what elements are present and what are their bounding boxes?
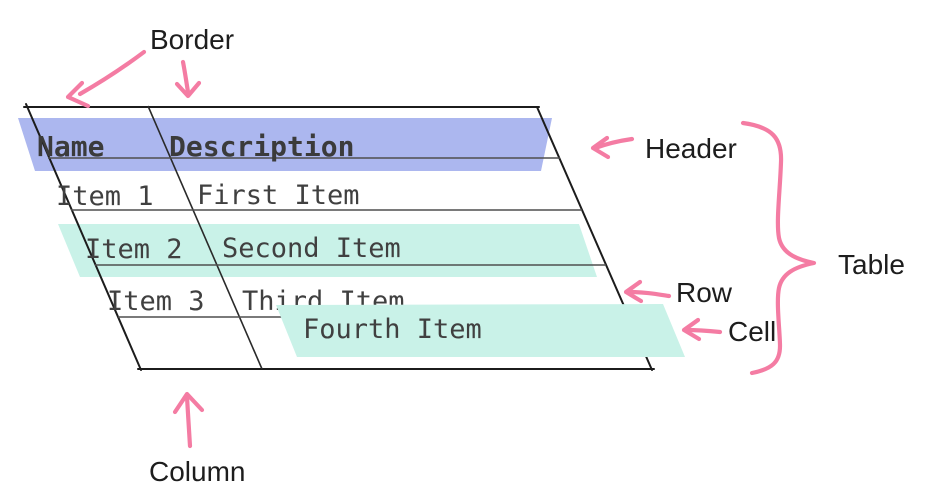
column-arrow-icon — [172, 391, 205, 449]
header-label: Header — [645, 133, 737, 164]
column-label: Column — [149, 456, 245, 487]
header-arrow-icon — [590, 135, 635, 160]
row-highlight-band — [58, 224, 597, 277]
cell-label: Cell — [728, 316, 776, 347]
border-label: Border — [150, 24, 234, 55]
cell-first-item: First Item — [197, 180, 360, 211]
row-label: Row — [676, 277, 733, 308]
callout-labels: Border Header Row Cell Table Column — [149, 24, 905, 487]
row-arrow-icon — [623, 279, 672, 304]
table-label: Table — [838, 249, 905, 280]
cell-item3: Item 3 — [107, 286, 205, 317]
cell-arrow-icon — [681, 317, 723, 342]
cell-item1: Item 1 — [56, 181, 154, 212]
border-arrow-curved-icon — [65, 49, 147, 109]
table-border-left — [25, 103, 142, 371]
annotations — [65, 49, 817, 449]
cell-highlight-band — [276, 304, 685, 357]
cell-second-item: Second Item — [222, 233, 401, 264]
table-text: Name Description Item 1 First Item Item … — [37, 130, 405, 317]
cell-item2: Item 2 — [85, 234, 183, 265]
table-brace-icon — [740, 120, 817, 376]
column-header-description: Description — [169, 130, 354, 163]
column-divider-line — [147, 105, 263, 370]
cell-fourth-item: Fourth Item — [303, 314, 482, 345]
column-header-name: Name — [37, 130, 104, 163]
border-arrow-down-icon — [174, 59, 202, 99]
